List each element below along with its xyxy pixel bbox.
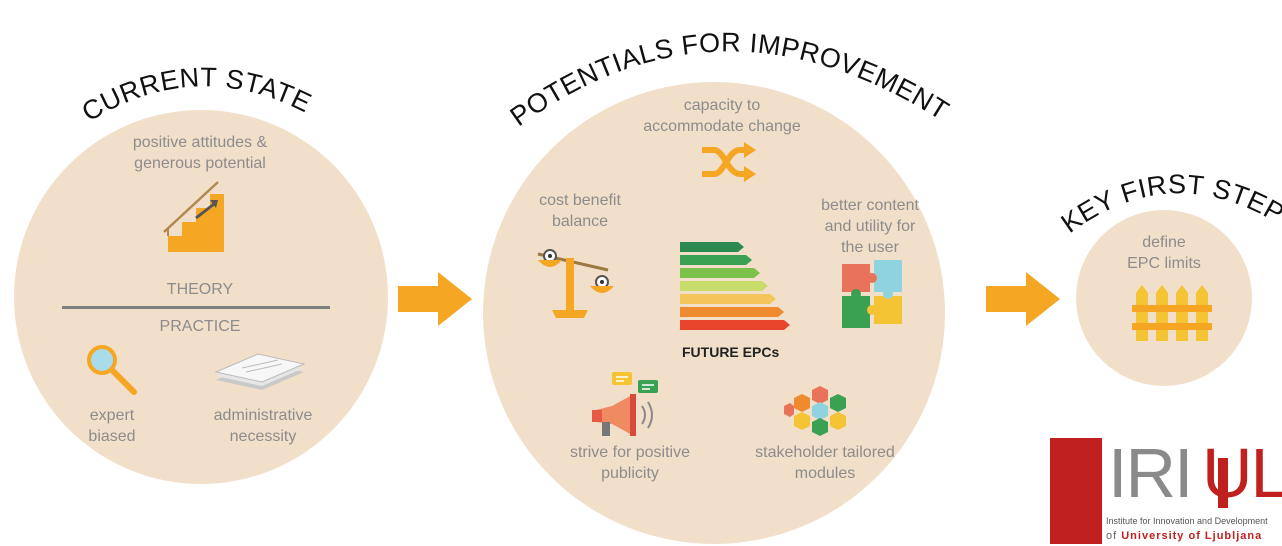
theory-label: THEORY <box>166 281 234 298</box>
current-state-title: CURRENT STATE <box>77 62 317 127</box>
admin-label: administrative necessity <box>213 407 313 445</box>
future-epcs-label: FUTURE EPCs <box>682 344 780 360</box>
magnifier-icon <box>87 345 137 395</box>
content-label: better content and utility for the user <box>821 197 919 256</box>
stairs-icon <box>163 181 224 252</box>
logo-line2-name: University of Ljubljana <box>1121 530 1263 542</box>
define-limits-label: define EPC limits <box>1127 234 1201 272</box>
theory-practice-divider <box>62 306 330 309</box>
logo-red-block-2 <box>1218 458 1228 508</box>
papers-icon <box>214 353 306 390</box>
hexagons-icon <box>784 386 846 436</box>
fence-icon <box>1132 285 1212 341</box>
scale-icon <box>537 249 614 318</box>
arrow-right-icon <box>398 272 472 326</box>
attitudes-label: positive attitudes & generous potential <box>132 134 268 172</box>
capacity-label: capacity to accommodate change <box>643 97 801 135</box>
puzzle-icon <box>842 260 902 328</box>
expert-label: expert biased <box>88 407 136 445</box>
logo-text-right: UL <box>1202 434 1282 512</box>
arrow-right-icon <box>986 272 1060 326</box>
cost-label: cost benefit balance <box>539 192 621 230</box>
logo-red-block <box>1050 438 1102 544</box>
logo-text-left: IRI <box>1108 434 1193 512</box>
logo-line2-prefix: of <box>1106 530 1122 542</box>
logo-line2: of University of Ljubljana <box>1106 530 1262 542</box>
shuffle-icon <box>702 142 756 182</box>
modules-label: stakeholder tailored modules <box>755 444 895 482</box>
megaphone-icon <box>592 372 658 436</box>
logo-line1: Institute for Innovation and Development <box>1106 516 1268 526</box>
energy-label-icon <box>680 242 790 330</box>
practice-label: PRACTICE <box>159 318 241 335</box>
publicity-label: strive for positive publicity <box>569 444 691 482</box>
iri-ul-logo: IRI UL Institute for Innovation and Deve… <box>1050 432 1282 544</box>
current-state-circle <box>14 110 388 484</box>
